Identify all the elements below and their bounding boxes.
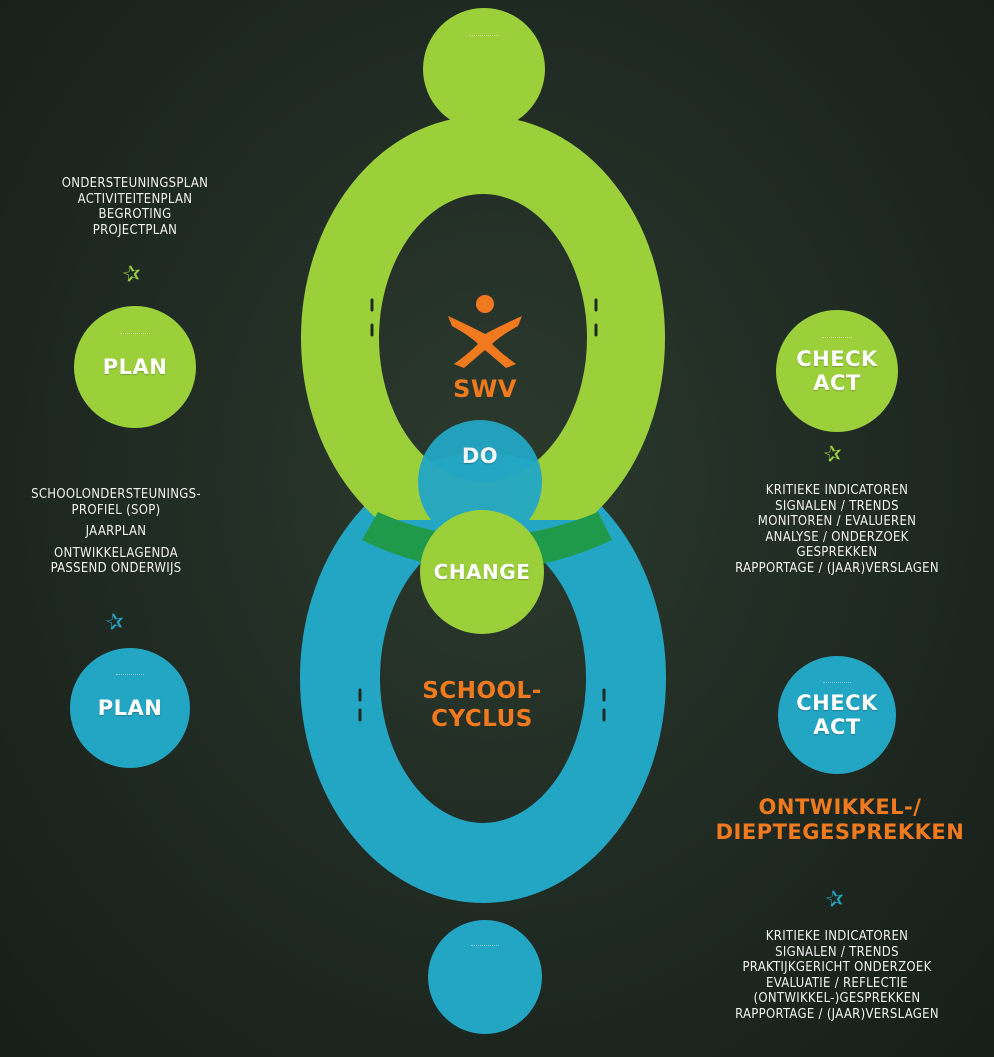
swv-check-item: GESPREKKEN [796,545,878,560]
swv-plan-item: PROJECTPLAN [92,222,178,238]
swv-plan-circle: PLAN [74,306,196,428]
school-cycle-label-line2: CYCLUS [431,706,533,732]
swv-check-label: CHECK [796,347,878,371]
school-plan-items: SCHOOLONDERSTEUNINGS- PROFIEL (SOP) JAAR… [0,487,232,577]
ring-texture-dashes [358,298,606,722]
school-check-item: EVALUATIE / REFLECTIE [766,975,908,991]
top-decorative-circle [423,8,545,130]
swv-label: SWV [453,375,517,403]
swv-plan-label: PLAN [102,355,168,379]
development-talks-heading-line2: DIEPTEGESPREKKEN [715,820,965,844]
school-check-item: RAPPORTAGE / (JAAR)VERSLAGEN [735,1006,939,1022]
school-check-item: KRITIEKE INDICATOREN [765,929,909,944]
swv-cycle-ring [301,116,665,520]
swv-check-item: MONITOREN / EVALUEREN [757,514,917,529]
school-check-item: (ONTWIKKEL-)GESPREKKEN [753,991,921,1006]
bottom-decorative-circle [428,920,542,1034]
school-plan-item: JAARPLAN [85,524,147,539]
school-check-label: CHECK [796,691,878,715]
school-plan-item: PASSEND ONDERWIJS [50,561,182,576]
swv-plan-item: ACTIVITEITENPLAN [77,191,193,207]
swv-check-item: RAPPORTAGE / (JAAR)VERSLAGEN [735,560,939,576]
development-talks-heading-line1: ONTWIKKEL-/ [758,795,922,819]
school-cycle-label: SCHOOL- CYCLUS [398,677,566,733]
change-label: CHANGE [433,560,531,584]
do-label: DO [461,444,499,468]
school-check-act-circle: CHECK ACT [778,656,896,774]
person-jumping-icon [448,295,522,368]
swv-check-act-circle: CHECK ACT [776,310,898,432]
school-check-item: PRAKTIJKGERICHT ONDERZOEK [742,960,932,975]
school-plan-item: ONTWIKKELAGENDA [54,545,178,561]
swv-act-label: ACT [813,371,861,395]
change-circle: CHANGE [420,510,544,634]
swv-check-item: KRITIEKE INDICATOREN [765,483,909,498]
school-plan-circle: PLAN [70,648,190,768]
swv-check-item: ANALYSE / ONDERZOEK [765,529,909,545]
development-talks-heading: ONTWIKKEL-/ DIEPTEGESPREKKEN [690,795,990,845]
school-cycle-label-line1: SCHOOL- [422,678,542,704]
swv-check-act-items: KRITIEKE INDICATOREN SIGNALEN / TRENDS M… [684,483,990,576]
school-check-act-items: KRITIEKE INDICATOREN SIGNALEN / TRENDS P… [684,929,990,1022]
school-plan-item: PROFIEL (SOP) [71,502,161,518]
swv-plan-items: ONDERSTEUNINGSPLAN ACTIVITEITENPLAN BEGR… [0,176,270,238]
school-check-item: SIGNALEN / TRENDS [775,944,899,960]
school-act-label: ACT [813,715,861,739]
school-plan-label: PLAN [97,696,163,720]
swv-plan-item: ONDERSTEUNINGSPLAN [61,176,209,191]
swv-plan-item: BEGROTING [98,207,172,222]
school-plan-item: SCHOOLONDERSTEUNINGS- [31,487,201,502]
swv-check-item: SIGNALEN / TRENDS [775,498,899,514]
